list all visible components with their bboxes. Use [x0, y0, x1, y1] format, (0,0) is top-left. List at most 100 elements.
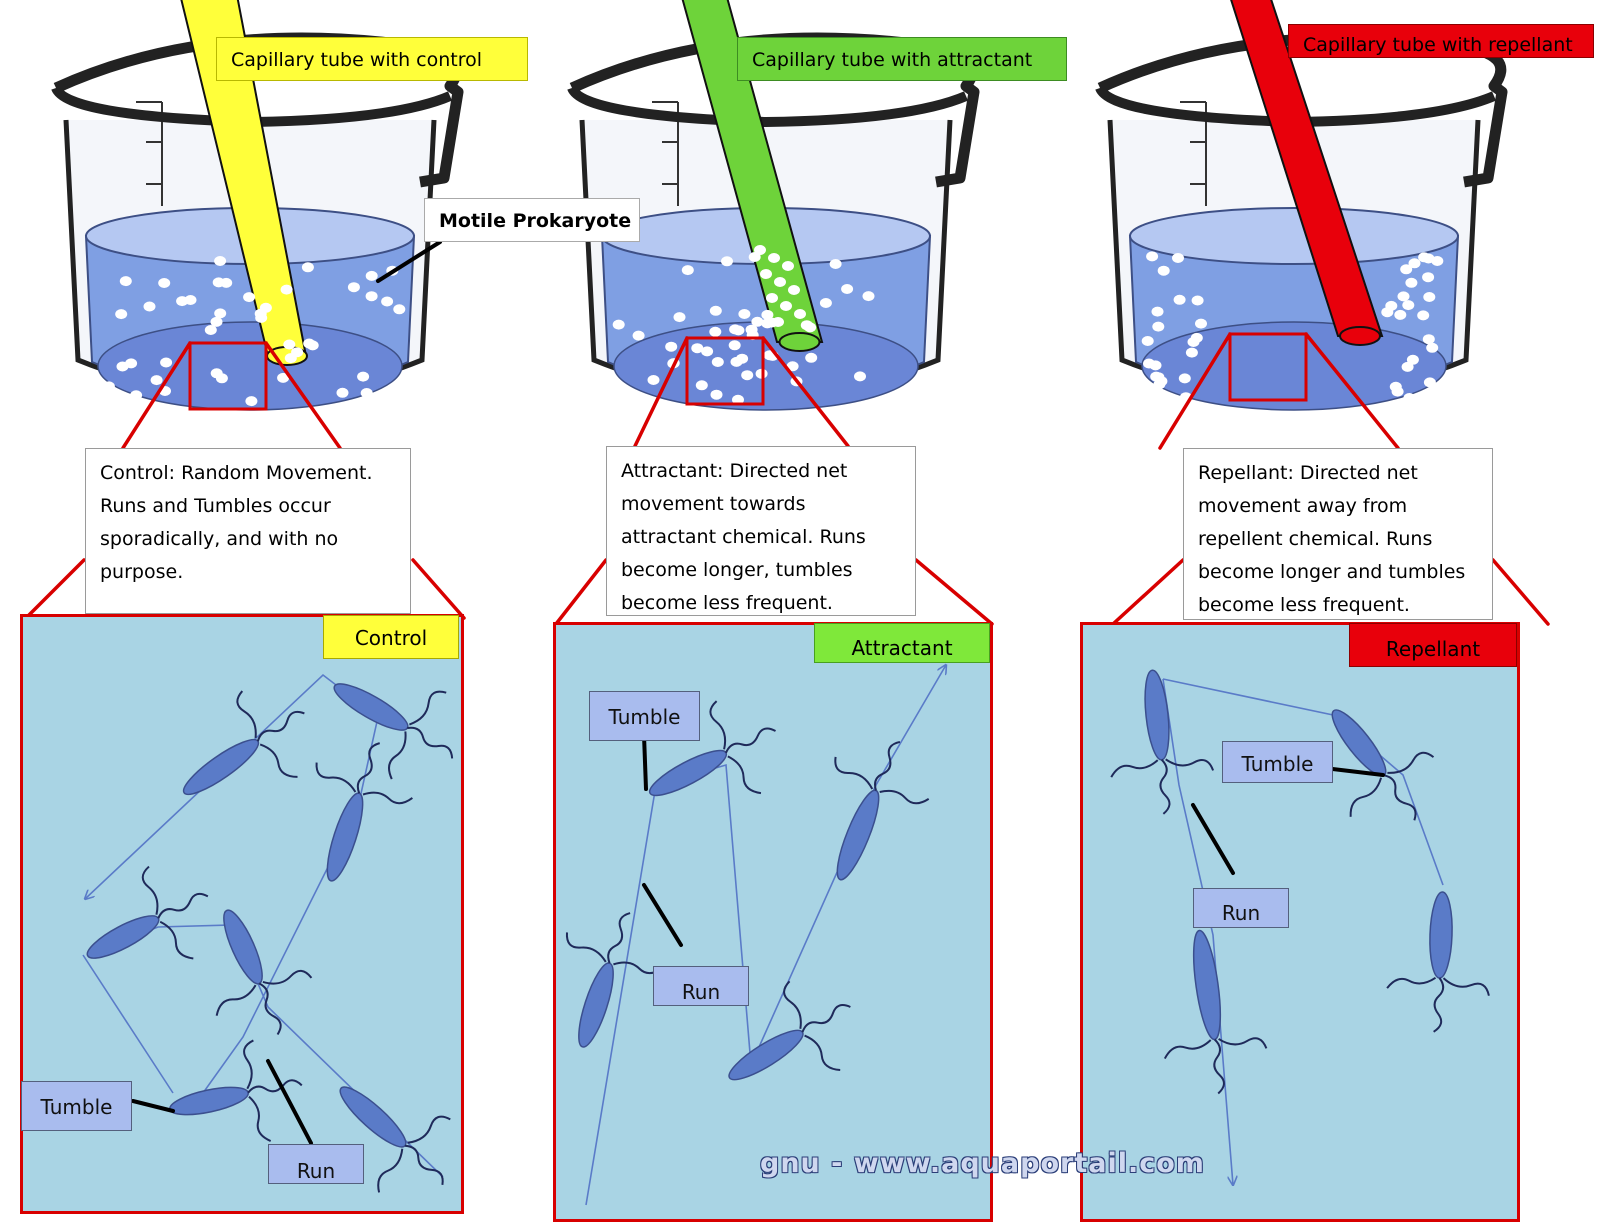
control-description: Control: Random Movement. Runs and Tumbl… [85, 448, 411, 614]
prokaryote-dot [768, 253, 780, 263]
flagellum [377, 1148, 404, 1193]
prokaryote-dot [761, 309, 774, 320]
bacterium [728, 980, 851, 1081]
prokaryote-dot [214, 256, 227, 266]
repellant-panel-label: Repellant [1349, 623, 1517, 667]
bacterium [1110, 669, 1215, 815]
control-motion-drawing [82, 673, 454, 1193]
prokaryote-dot [701, 346, 714, 357]
prokaryote-dot [280, 284, 293, 295]
flagellum [565, 932, 607, 963]
zoom-guide-line [121, 341, 192, 450]
zoom-guide-line [1491, 558, 1550, 626]
zoom-guide-line [554, 558, 608, 626]
bacterium [648, 700, 776, 797]
flagellum [262, 969, 313, 985]
prokaryote-dot [1418, 252, 1431, 263]
prokaryote-dot [214, 308, 227, 319]
prokaryote-dot [204, 325, 217, 335]
graduation-marks [652, 101, 679, 206]
prokaryote-dot [673, 312, 686, 323]
repellant-capillary-tube [1230, 0, 1384, 337]
flagellum [243, 1039, 254, 1090]
zoom-guide-line [411, 558, 466, 620]
attractant-description: Attractant: Directed net movement toward… [606, 446, 916, 616]
prokaryote-dot [1405, 277, 1418, 288]
flagellum [362, 791, 413, 805]
zoom-guide-line [24, 558, 86, 620]
attractant-run-label: Run [653, 966, 749, 1006]
prokaryote-dot [1141, 336, 1154, 346]
prokaryote-dot [695, 380, 708, 391]
prokaryote-dot [786, 361, 799, 372]
zoom-guide-line [761, 336, 850, 448]
control-description-line: sporadically, and with no [100, 528, 339, 550]
flagellum [1165, 758, 1215, 771]
prokaryote-dot [728, 340, 741, 351]
prokaryote-dot [1191, 295, 1204, 306]
prokaryote-dot [1143, 358, 1155, 369]
bacterium [215, 909, 313, 1036]
prokaryote-dot [357, 371, 370, 382]
prokaryote-dot [381, 296, 394, 307]
zoom-guide-line [1304, 332, 1400, 450]
motile-prokaryote-label: Motile Prokaryote [424, 198, 640, 242]
prokaryote-dot [1402, 300, 1415, 311]
prokaryote-dot [210, 316, 223, 327]
prokaryote-dot [760, 269, 772, 279]
flagellum [258, 982, 282, 1036]
attractant-description-line: become less frequent. [621, 592, 833, 614]
prokaryote-dot [160, 357, 173, 368]
prokaryote-dot [732, 394, 744, 405]
flagellum [727, 755, 762, 795]
control-panel-label: Control [323, 615, 459, 659]
run-pointer [266, 1059, 313, 1145]
prokaryote-dot [1172, 253, 1184, 263]
prokaryote-dot [303, 338, 316, 349]
prokaryote-dot [805, 352, 818, 363]
prokaryote-dot [1389, 381, 1402, 392]
flagellum [259, 743, 298, 778]
bacterium [1163, 929, 1268, 1095]
prokaryote-dot [1190, 332, 1203, 343]
prokaryote-dot [102, 381, 115, 392]
prokaryote-dot [1426, 342, 1439, 353]
prokaryote-dot [291, 347, 304, 358]
repellant-run-label: Run [1193, 888, 1289, 928]
prokaryote-dot [862, 291, 875, 302]
flagellum [388, 731, 407, 780]
control-tumble-label: Tumble [21, 1081, 132, 1131]
prokaryote-dot [1422, 334, 1435, 345]
flagellum [874, 740, 901, 791]
movement-path [585, 784, 657, 1206]
flagellum [407, 726, 454, 759]
prokaryote-dot [365, 270, 378, 281]
flagellum [607, 912, 631, 964]
prokaryote-dot [632, 330, 645, 341]
movement-path [82, 954, 174, 1094]
prokaryote-dot [105, 391, 118, 402]
flagellum [783, 980, 802, 1029]
prokaryote-dot [301, 262, 314, 273]
zoom-region [188, 341, 268, 411]
prokaryote-dot [347, 282, 360, 293]
flagellum [1110, 759, 1159, 778]
control-run-label: Run [268, 1144, 364, 1184]
zoom-guide-line [633, 336, 689, 448]
control-tube-label: Capillary tube with control [216, 37, 528, 81]
flagellum [409, 690, 447, 726]
prokaryote-dot [665, 341, 678, 352]
zoom-region [685, 336, 765, 406]
bacterium-body [1192, 929, 1222, 1041]
bacterium-body [578, 962, 614, 1048]
prokaryote-dot [1152, 321, 1165, 332]
prokaryote-dot [681, 265, 694, 276]
prokaryote-dot [774, 277, 786, 287]
prokaryote-dot [1153, 379, 1166, 390]
bacterium [834, 740, 930, 881]
prokaryote-dot [1381, 307, 1394, 318]
flagellum [248, 1095, 272, 1142]
prokaryote-dot [336, 387, 349, 398]
repellant-description-line: Repellant: Directed net [1198, 462, 1418, 484]
